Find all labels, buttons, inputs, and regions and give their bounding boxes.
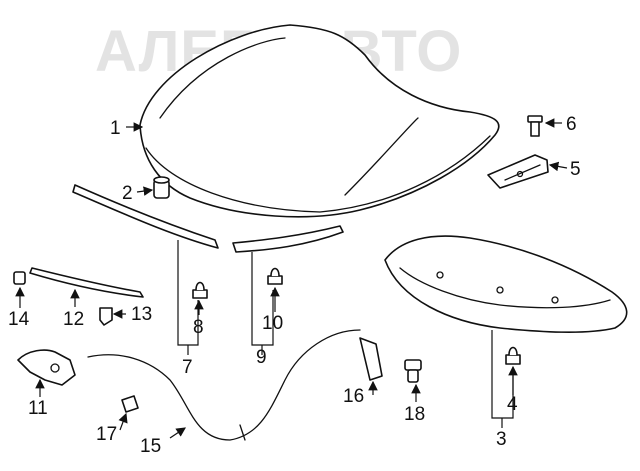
callout-7: 7 [182,357,193,378]
hood-support-rod [29,267,144,298]
front-seal-strip [72,184,219,249]
callout-6: 6 [566,114,577,135]
callout-16: 16 [343,386,364,407]
hood-panel [139,24,500,218]
callout-10: 10 [262,313,283,334]
hinge-bolt [527,115,543,137]
leader-lines [15,118,568,439]
hood-bumper-part [153,176,170,199]
hood-insulator [384,235,628,333]
callout-11: 11 [28,398,48,419]
hood-hinge [487,154,549,189]
callout-9: 9 [256,347,267,368]
callout-13: 13 [131,304,152,325]
callout-15: 15 [140,436,161,457]
release-handle [359,337,383,381]
callout-8: 8 [193,317,204,338]
push-clip-part-4 [505,346,521,365]
callout-1: 1 [110,118,121,139]
latch-cover-part-14 [13,271,26,285]
callout-4: 4 [507,394,518,415]
callout-14: 14 [8,309,30,330]
callout-5: 5 [570,159,581,180]
bumper-part-18 [404,359,422,383]
hood-latch [17,349,76,386]
cable-clip [121,395,139,413]
callout-3: 3 [496,429,507,450]
clip-part-8 [192,281,208,299]
callout-12: 12 [63,309,84,330]
release-cable [87,329,361,441]
side-seal-strip [232,225,344,253]
callout-labels: 1 2 3 4 5 6 7 8 9 10 11 12 13 14 15 16 1… [8,114,581,457]
clip-part-10 [267,267,283,285]
rod-clip [99,307,113,326]
callout-18: 18 [404,404,425,425]
callout-17: 17 [96,424,117,445]
callout-2: 2 [122,183,133,204]
